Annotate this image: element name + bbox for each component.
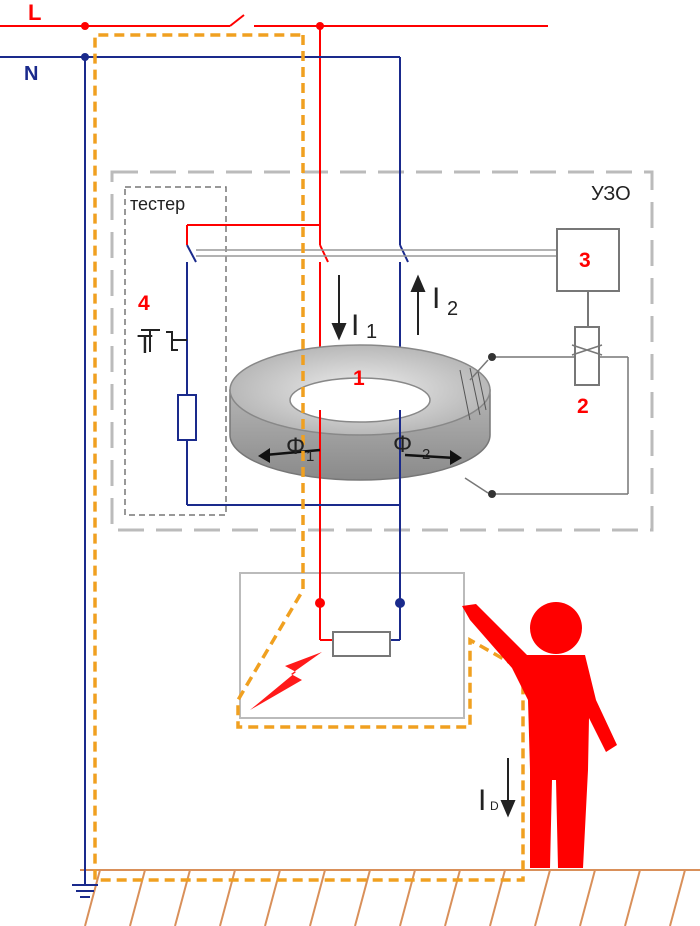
coil-2 <box>574 326 600 386</box>
relay-3 <box>556 228 620 292</box>
load-box <box>239 572 465 719</box>
neutral-node-load <box>395 598 405 608</box>
lightning-icon <box>250 652 322 710</box>
flux2-arrow <box>404 453 456 460</box>
label-num-1: 1 <box>353 367 365 390</box>
flux1-arrow <box>264 448 321 457</box>
flux2-label: Φ <box>393 431 412 458</box>
phase-node <box>81 22 89 30</box>
current-out-arrow <box>410 274 426 335</box>
flux2-arrowhead <box>450 450 462 465</box>
leak-current-sub: D <box>490 799 499 813</box>
leak-current-arrow <box>500 758 516 818</box>
tester-label: тестер <box>130 194 185 214</box>
coil-wires <box>492 356 629 495</box>
rcd-housing <box>110 170 654 532</box>
leakage-path <box>93 33 525 882</box>
tester-circuit <box>186 244 197 263</box>
mechanical-link <box>196 249 557 257</box>
leak-current-label: I <box>478 784 486 817</box>
flux1-arrowhead <box>258 448 270 463</box>
current-out-label: I <box>432 282 440 315</box>
phase-wire <box>0 14 548 641</box>
load-resistor <box>332 631 391 657</box>
rcd-label: УЗО <box>591 183 631 205</box>
coil-node <box>488 353 496 361</box>
flux1-sub: 1 <box>306 448 314 465</box>
phase-label: L <box>28 0 41 25</box>
neutral-label: N <box>24 63 38 85</box>
person-icon <box>462 602 617 868</box>
label-num-2: 2 <box>577 395 589 418</box>
phase-node <box>316 22 324 30</box>
label-num-4: 4 <box>138 292 150 315</box>
test-button-label: T <box>137 329 153 359</box>
current-out-sub: 2 <box>447 298 458 320</box>
label-num-3: 3 <box>579 249 591 272</box>
current-in-arrow <box>331 275 347 341</box>
current-in-label: I <box>351 309 359 342</box>
neutral-node <box>81 53 89 61</box>
flux2-sub: 2 <box>422 446 430 463</box>
ground-symbol <box>72 884 98 898</box>
tester-box <box>124 186 227 516</box>
phase-node-load <box>315 598 325 608</box>
torus-transformer <box>229 344 491 494</box>
flux1-label: Φ <box>286 433 305 460</box>
coil-node <box>488 490 496 498</box>
current-in-sub: 1 <box>366 321 377 343</box>
test-button-icon <box>141 329 187 352</box>
tester-resistor <box>177 394 197 441</box>
coil-winding <box>571 344 603 356</box>
